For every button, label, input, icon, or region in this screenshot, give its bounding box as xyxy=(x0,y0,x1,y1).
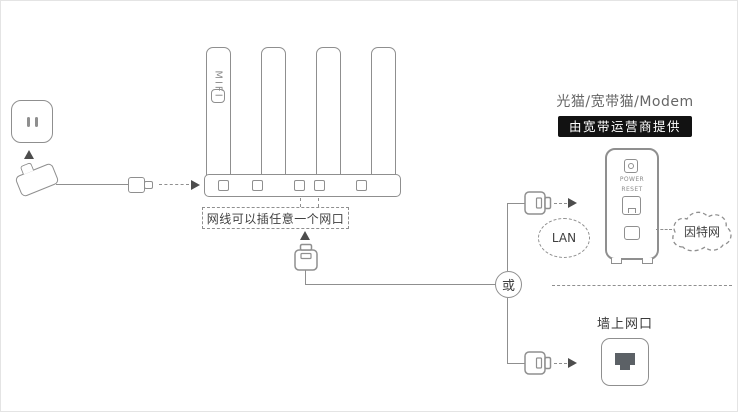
ethernet-hint-box: 网线可以插任意一个网口 xyxy=(202,207,349,229)
modem-heading: 光猫/宽带猫/Modem 由宽带运营商提供 xyxy=(517,91,733,137)
router-antenna xyxy=(261,47,286,177)
plug-prong-icon xyxy=(19,162,35,175)
arrow-up-icon xyxy=(300,231,310,240)
modem-foot xyxy=(611,258,622,264)
ethernet-jack-icon xyxy=(615,353,635,370)
dashed-connector-line xyxy=(554,203,567,204)
wall-port-label: 墙上网口 xyxy=(596,317,653,332)
isp-provided-badge: 由宽带运营商提供 xyxy=(557,116,692,137)
modem-foot xyxy=(642,258,653,264)
power-adapter-icon xyxy=(14,162,60,198)
arrow-right-icon xyxy=(568,198,577,208)
router-port xyxy=(294,180,305,191)
cable-line xyxy=(507,203,525,204)
modem-reset-label: RESET xyxy=(621,186,643,193)
ethernet-hint-text: 网线可以插任意一个网口 xyxy=(206,211,345,226)
lan-label: LAN xyxy=(551,231,577,245)
router-antenna xyxy=(371,47,396,177)
or-junction-badge: 或 xyxy=(495,271,522,298)
ethernet-plug-icon xyxy=(524,351,552,375)
cable-line xyxy=(305,269,306,285)
router-port xyxy=(218,180,229,191)
cable-line xyxy=(305,284,496,285)
dc-plug-tip-icon xyxy=(144,181,153,189)
modem-lan-port-icon xyxy=(622,196,641,215)
router-port xyxy=(252,180,263,191)
arrow-right-icon xyxy=(568,358,577,368)
separator-dashed-line xyxy=(552,285,732,286)
cable-line xyxy=(507,363,525,364)
router-antenna xyxy=(206,47,231,177)
internet-label: 因特网 xyxy=(683,224,720,239)
router-antenna xyxy=(316,47,341,177)
dashed-connector-line xyxy=(554,363,567,364)
modem-illustration: POWER RESET xyxy=(605,148,659,264)
dashed-connector-line xyxy=(159,184,189,185)
arrow-up-icon xyxy=(24,150,34,159)
wall-port-box xyxy=(601,338,649,386)
router-port xyxy=(356,180,367,191)
ethernet-plug-icon xyxy=(294,243,318,271)
arrow-right-icon xyxy=(191,180,200,190)
dashed-callout-line xyxy=(300,198,301,207)
modem-wan-port-icon xyxy=(624,226,640,240)
modem-power-button-icon xyxy=(624,159,638,173)
modem-power-label: POWER xyxy=(619,176,645,183)
cable-line xyxy=(507,204,508,271)
dashed-callout-line xyxy=(318,198,319,207)
cable-line xyxy=(507,298,508,364)
wall-outlet-icon xyxy=(11,100,53,143)
router-logo: MIFI xyxy=(213,69,224,99)
router-port xyxy=(314,180,325,191)
dc-plug-icon xyxy=(128,177,145,193)
lan-callout: LAN xyxy=(538,218,590,258)
dashed-connector-line xyxy=(656,229,672,230)
router-base xyxy=(204,174,401,197)
power-cable-line xyxy=(56,184,128,185)
brand-logo-icon xyxy=(211,89,225,103)
modem-title: 光猫/宽带猫/Modem xyxy=(556,94,694,110)
internet-cloud-icon xyxy=(672,211,732,252)
ethernet-plug-icon xyxy=(524,191,552,215)
or-label: 或 xyxy=(501,279,515,294)
